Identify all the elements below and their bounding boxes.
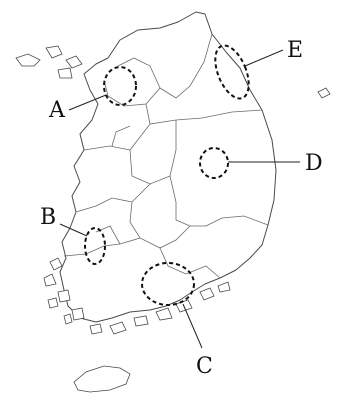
east-island [317,87,331,99]
jeju-island [73,365,131,393]
marker-c-leader [182,303,203,349]
marker-b-leader [59,223,88,237]
marker-a-label: A [48,98,66,123]
marker-e-circle [214,44,250,100]
mainland-outline [59,11,277,323]
marker-d-circle [199,147,229,179]
south-coast-islands [155,281,231,321]
northwest-islands [15,45,83,79]
marker-c-label: C [196,354,213,379]
marker-b-circle [84,227,106,265]
southwest-archipelago [43,257,149,335]
marker-d-label: D [305,151,323,176]
marker-e-label: E [287,38,303,63]
marker-b-label: B [40,205,56,230]
marker-c-circle [141,262,195,306]
marker-a-circle [103,66,137,106]
marker-a-leader [68,94,107,111]
marker-e-leader [244,49,284,67]
